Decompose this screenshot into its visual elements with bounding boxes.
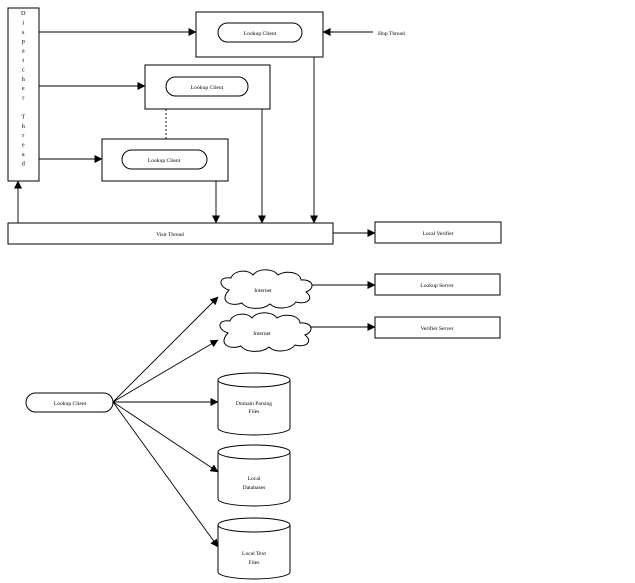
lookup-server-box: Lookup Server — [374, 273, 501, 296]
database-local-text-files: Local Text Files — [217, 517, 291, 580]
dispatcher-letter: c — [22, 66, 25, 73]
dispatcher-letter: a — [22, 151, 25, 158]
dispatcher-letter: e — [22, 85, 25, 92]
internet-cloud-1: Internet — [220, 269, 313, 309]
lookup-client-pill-2 — [165, 76, 249, 97]
dispatcher-letter: s — [22, 29, 25, 36]
bottom-lookup-client: Lookup Client — [25, 392, 114, 413]
dispatcher-letter: i — [22, 19, 24, 26]
dispatcher-letter: D — [21, 10, 26, 17]
dispatcher-letter: h — [22, 123, 26, 130]
verifier-server-label: Verifier Server — [420, 325, 453, 332]
lookup-server-label: Lookup Server — [420, 283, 454, 289]
hop-thread-label: Hop Thread — [378, 31, 405, 37]
internet-label-2: Internet — [253, 331, 271, 337]
lookup-client-pill-1 — [217, 22, 303, 43]
lookup-client-pill-3 — [121, 149, 208, 170]
database-label-1b: Files — [249, 409, 260, 415]
lookup-client-label-2: Lookup Client — [191, 85, 224, 91]
database-local-databases: Local Databases — [217, 444, 291, 507]
lookup-client-box-1: Lookup Client — [195, 11, 324, 58]
database-label-3a: Local Text — [242, 551, 266, 557]
dispatcher-letter: d — [22, 160, 26, 167]
local-verifier-label: Local Verifier — [422, 230, 453, 237]
database-domain-parsing-files: Domain Parsing Files — [217, 372, 291, 436]
internet-label-1: Internet — [254, 288, 272, 294]
visit-thread-box: Visit Thread — [7, 222, 334, 245]
dispatcher-letter: p — [22, 38, 26, 45]
database-label-2a: Local — [248, 476, 261, 482]
dispatcher-letter: r — [22, 132, 25, 139]
dispatcher-letter: t — [22, 57, 24, 64]
dispatcher-letter: a — [22, 48, 25, 55]
dispatcher-letter: e — [22, 142, 25, 149]
lookup-client-label-1: Lookup Client — [244, 31, 277, 37]
dispatcher-letter: h — [22, 76, 26, 83]
client-to-internet-1-arrow — [112, 296, 219, 403]
visit-thread-label: Visit Thread — [156, 232, 184, 238]
verifier-server-box: Verifier Server — [374, 316, 501, 339]
lookup-client-box-3: Lookup Client — [101, 138, 229, 182]
lookup-client-box-2: Lookup Client — [144, 64, 271, 110]
dispatcher-letter: T — [21, 113, 25, 120]
client-to-text-files-arrow — [112, 401, 219, 548]
dispatcher-letter: r — [22, 95, 25, 102]
internet-cloud-2: Internet — [219, 312, 312, 352]
database-label-2b: Databases — [243, 485, 266, 491]
local-verifier-box: Local Verifier — [374, 221, 502, 244]
bottom-lookup-client-label: Lookup Client — [54, 401, 87, 407]
lookup-client-label-3: Lookup Client — [148, 158, 181, 164]
client-to-local-db-arrow — [112, 401, 219, 473]
client-to-internet-2-arrow — [112, 339, 219, 403]
database-label-3b: Files — [249, 560, 260, 566]
database-label-1a: Domain Parsing — [236, 401, 272, 407]
